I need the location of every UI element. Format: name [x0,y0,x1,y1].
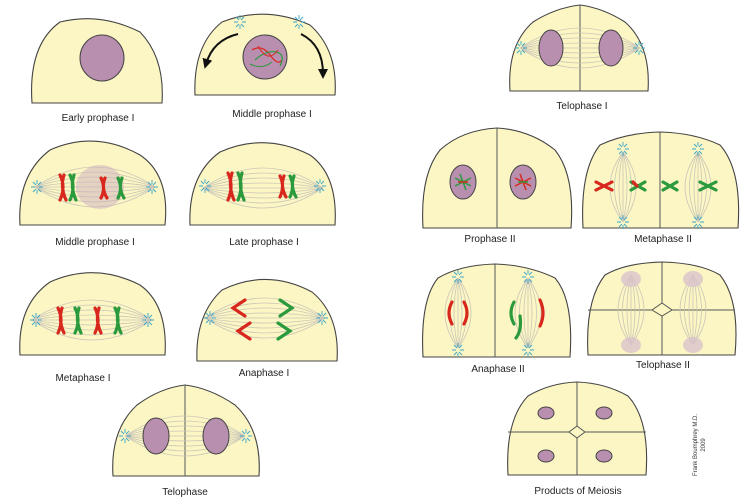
cell-early-prophase-1 [31,18,163,104]
label-metaphase-2: Metaphase II [634,234,692,245]
label-prophase-2: Prophase II [464,234,515,245]
label-late-prophase-1: Late prophase I [229,237,299,248]
label-metaphase-1: Metaphase I [55,373,110,384]
cell-telophase-2 [587,261,737,356]
arrow-right-icon [300,33,328,79]
cell-anaphase-1 [196,278,338,362]
cell-metaphase-1 [19,272,166,356]
cell-middle-prophase-1-arrows [194,13,336,96]
cell-telophase [112,384,260,477]
label-anaphase-2: Anaphase II [471,364,524,375]
cell-metaphase-2 [582,131,740,230]
label-telophase-2: Telophase II [636,360,690,371]
nucleus [79,34,125,82]
cell-middle-prophase-1 [19,140,167,226]
cell-late-prophase-1 [189,142,336,226]
label-telophase: Telophase [162,487,208,498]
credit-name: Frank Boumphrey M.D. [693,414,699,476]
label-middle-prophase-1-a: Middle prophase I [232,109,312,120]
label-products-of-meiosis: Products of Meiosis [534,486,621,497]
label-early-prophase-1: Early prophase I [62,113,135,124]
cell-telophase-1 [509,4,649,92]
cell-anaphase-2 [422,263,572,358]
author-credit: Frank Boumphrey M.D. 2009 [693,414,707,476]
arrow-left-icon [202,33,239,69]
credit-year: 2009 [701,438,707,452]
label-telophase-1: Telophase I [556,101,607,112]
cell-prophase-2 [422,127,573,229]
cell-products-of-meiosis [507,381,648,476]
label-middle-prophase-1-b: Middle prophase I [55,237,135,248]
label-anaphase-1: Anaphase I [239,368,290,379]
